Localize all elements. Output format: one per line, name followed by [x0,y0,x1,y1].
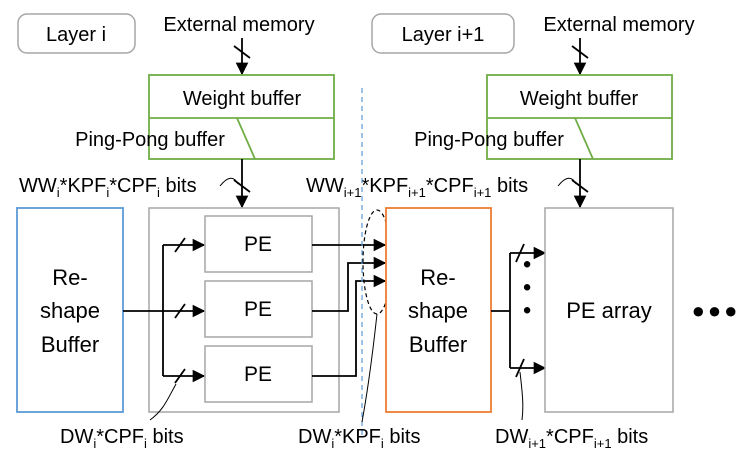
bottom-label-right: DWi+1*CPFi+1 bits [495,426,648,451]
pe-unit-1-label: PE [244,233,272,256]
pe-array [544,207,674,413]
bus-slash-pe-3 [174,368,186,384]
layer-i-box [17,13,136,54]
weight-bus-left-callout [219,177,239,187]
reshape-buffer-right-line1: Re- [420,265,455,290]
external-memory-right: External memory [543,14,694,36]
weight-buffer-left-title: Weight buffer [183,88,302,110]
pe-unit-2 [204,280,313,338]
external-memory-left: External memory [163,14,314,36]
layer-i1-box [371,13,515,54]
pingpong-right-slant [574,117,594,160]
weight-bus-left-label: WWi*KPFi*CPFi bits [19,175,197,200]
bottom-label-left: DWi*CPFi bits [60,426,184,451]
layer-i-label: Layer i [46,24,106,46]
continuation-ellipsis: ●●● [692,298,741,323]
pingpong-buffer-left: Ping-Pong buffer [75,129,225,151]
reshape-buffer-left-line3: Buffer [41,332,99,357]
pe-output-2 [312,256,387,312]
reshape-buffer-right [385,207,492,413]
bottom-left-callout [149,383,177,421]
weight-bus-right-callout [557,177,577,187]
weight-buffer-right-title: Weight buffer [520,88,639,110]
reshape-buffer-right-line2: shape [408,298,468,323]
pe-array-label: PE array [566,298,652,323]
bus-slash-mem-left [233,45,251,59]
bottom-mid-callout [361,313,378,423]
pingpong-buffer-right: Ping-Pong buffer [414,129,564,151]
layer-i1-label: Layer i+1 [402,24,485,46]
pe-unit-1 [204,215,313,273]
pe-output-3 [312,274,387,377]
bus-slash-pe-2 [174,303,186,319]
bus-slash-pe-1 [174,237,186,253]
weight-buffer-right [486,74,673,160]
pe-unit-3-label: PE [244,363,272,386]
bus-slash-array-bottom [515,358,525,378]
bus-slash-array-top [515,243,525,263]
pe-unit-3 [204,345,313,403]
vertical-dots: ●●● [519,256,536,325]
bus-slash-mem-right [571,45,589,59]
reshape-buffer-left [16,207,124,413]
pe-unit-2-label: PE [244,298,272,321]
reshape-buffer-right-line3: Buffer [409,332,467,357]
weight-bus-right-label: WWi+1*KPFi+1*CPFi+1 bits [306,175,528,200]
pingpong-left-slant [236,117,256,160]
reshape-buffer-left-line1: Re- [52,265,87,290]
bottom-right-callout [519,371,524,421]
bottom-label-mid: DWi*KPFi bits [298,426,420,451]
reshape-buffer-left-line2: shape [40,298,100,323]
weight-buffer-left [148,74,335,160]
